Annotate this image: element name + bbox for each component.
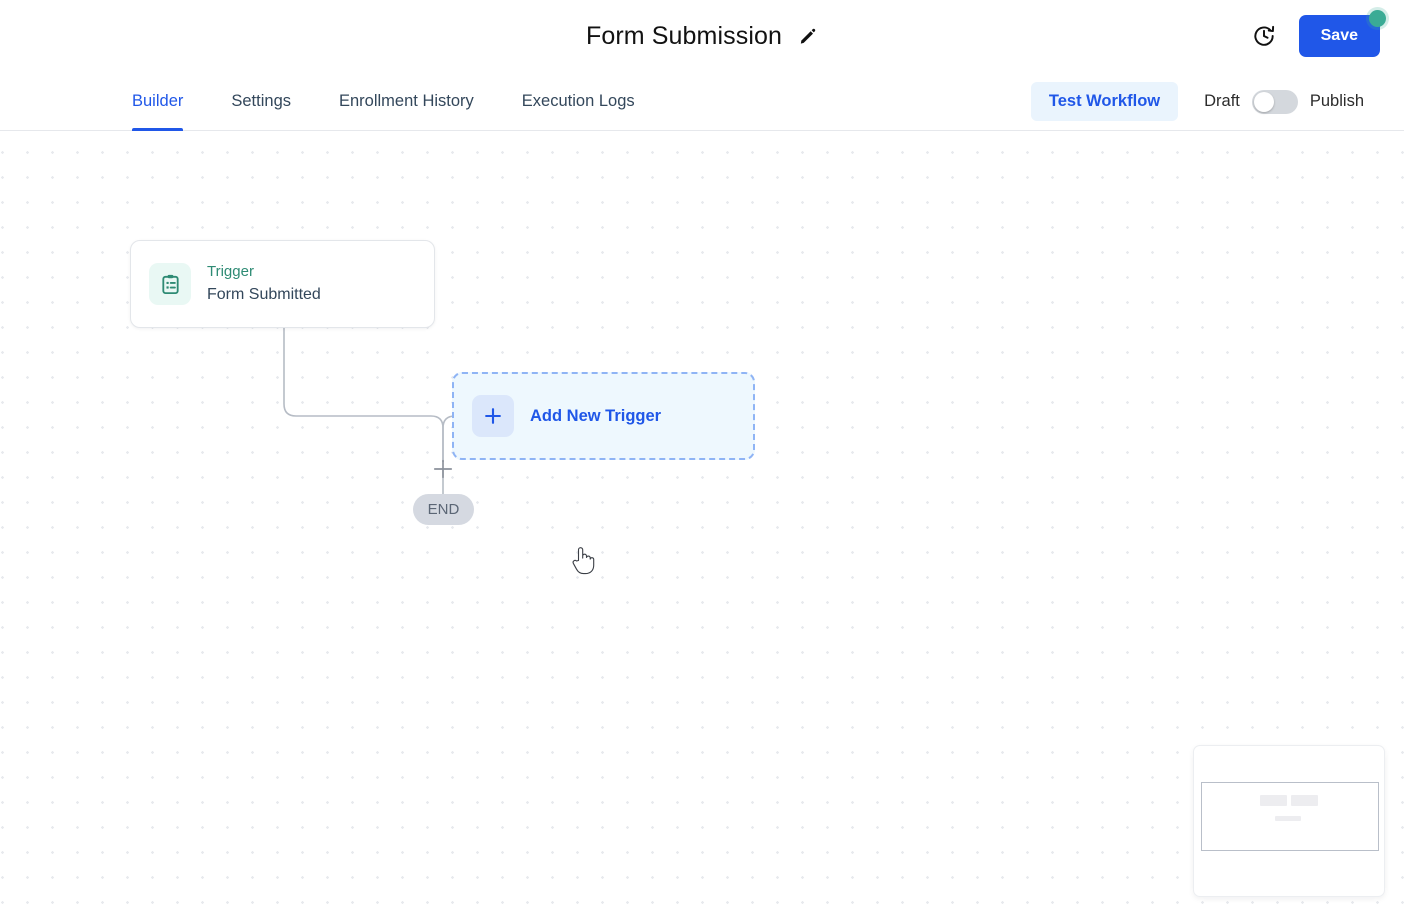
test-workflow-button[interactable]: Test Workflow [1030,82,1179,121]
trigger-kind-label: Trigger [207,263,254,281]
history-clock-icon[interactable] [1251,23,1277,49]
minimap[interactable] [1193,745,1385,897]
tab-list: Builder Settings Enrollment History Exec… [132,72,635,131]
node-add-new-trigger[interactable]: Add New Trigger [452,372,755,460]
tab-settings[interactable]: Settings [231,91,291,110]
save-button[interactable]: Save [1298,15,1380,57]
app-header: Form Submission Save [0,0,1404,72]
publish-label: Publish [1309,92,1364,110]
node-end[interactable]: END [413,494,474,525]
tab-enrollment-history[interactable]: Enrollment History [339,91,474,110]
add-new-trigger-label: Add New Trigger [530,406,662,425]
workflow-canvas[interactable]: Trigger Form Submitted Add New Trigger E… [0,132,1404,908]
tab-bar: Builder Settings Enrollment History Exec… [0,72,1404,131]
add-step-plus-icon[interactable] [432,458,454,480]
publish-toggle[interactable] [1251,89,1298,114]
save-button-wrapper: Save [1298,10,1386,57]
minimap-node [1291,795,1318,806]
tab-bar-actions: Test Workflow Draft Publish [1030,72,1364,131]
toggle-knob [1253,91,1274,112]
header-actions: Save [1251,0,1386,72]
node-trigger-form-submitted[interactable]: Trigger Form Submitted [130,240,435,328]
minimap-node [1275,816,1301,821]
draft-publish-group: Draft Publish [1204,89,1364,114]
page-title: Form Submission [586,21,782,50]
minimap-node [1260,795,1287,806]
tab-execution-logs[interactable]: Execution Logs [521,91,635,110]
trigger-name-label: Form Submitted [207,286,321,304]
pencil-icon[interactable] [798,26,818,46]
plus-icon-tile [472,395,514,437]
unsaved-changes-badge [1369,10,1386,27]
trigger-text-group: Trigger Form Submitted [207,263,321,304]
clipboard-list-icon-tile [149,263,191,305]
tab-builder[interactable]: Builder [132,72,184,131]
draft-label: Draft [1204,92,1240,110]
title-group: Form Submission [586,22,818,51]
